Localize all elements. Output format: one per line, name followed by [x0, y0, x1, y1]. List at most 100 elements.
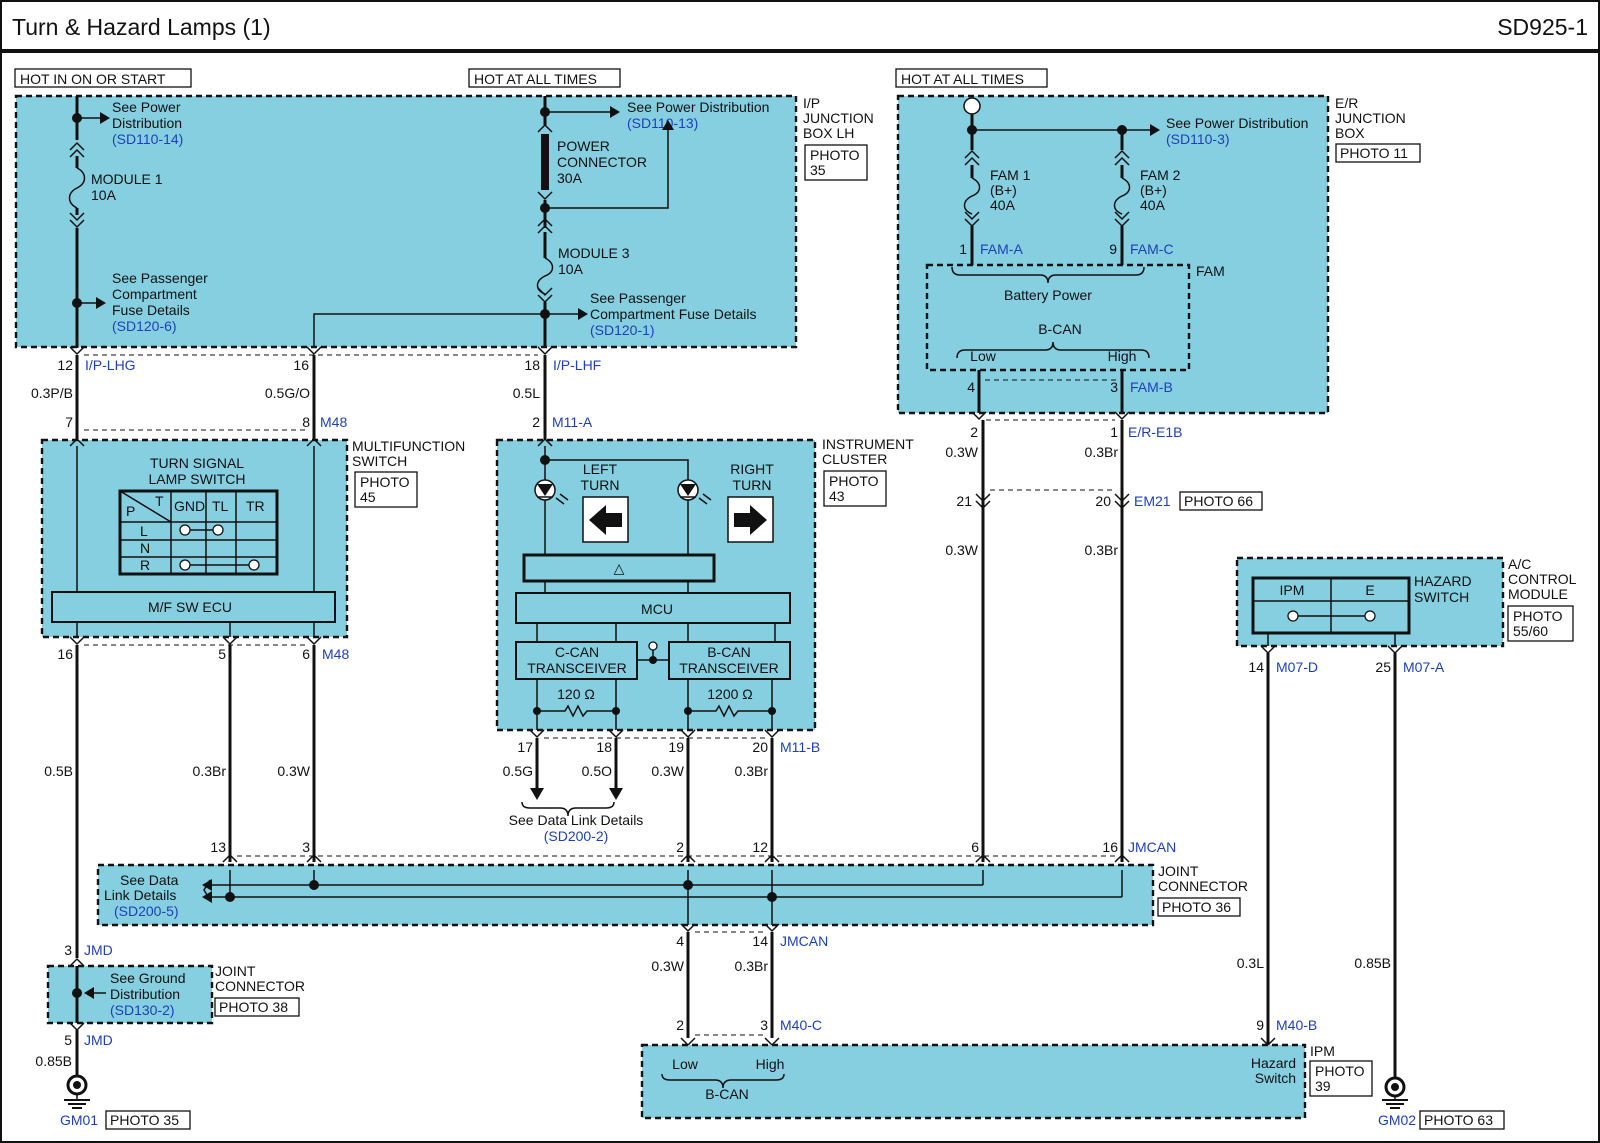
hot-all-times-label: HOT AT ALL TIMES [901, 71, 1024, 87]
ref-text: See Power [112, 99, 181, 115]
wires-switch-to-joint: 0.5B 0.3Br 0.3W [44, 645, 316, 958]
wire-spec: 0.3W [945, 542, 978, 558]
ref-link[interactable]: (SD110-13) [627, 115, 698, 131]
connector-id[interactable]: JMD [84, 1032, 113, 1048]
photo-ref: PHOTO [810, 147, 860, 163]
connector-id[interactable]: FAM-A [980, 241, 1023, 257]
connector-id[interactable]: M48 [320, 414, 347, 430]
lamp-label: LEFT [583, 461, 618, 477]
instrument-cluster: INSTRUMENT CLUSTER PHOTO 43 LEFT TURN RI… [495, 436, 914, 862]
pin-number: 3 [64, 942, 72, 958]
resistor-label: 1200 Ω [707, 686, 753, 702]
ground-icon [1382, 1076, 1408, 1109]
wire-spec: 0.3Br [1085, 444, 1119, 460]
ground-id[interactable]: GM01 [60, 1112, 98, 1128]
fam-label: FAM [1196, 263, 1225, 279]
pin-number: 25 [1375, 659, 1391, 675]
photo-ref: 45 [360, 489, 376, 505]
right-turn-lamp [677, 479, 712, 505]
photo-ref: 43 [829, 488, 845, 504]
ip-box-name: JUNCTION [803, 110, 874, 126]
component-name: MODULE [1508, 586, 1568, 602]
ref-text: See Passenger [112, 270, 208, 286]
header: Turn & Hazard Lamps (1) SD925-1 [0, 14, 1600, 53]
pin-number: 7 [65, 414, 73, 430]
ecu-label: M/F SW ECU [148, 599, 232, 615]
wire-spec: 0.3W [651, 958, 684, 974]
component-name: A/C [1508, 556, 1531, 572]
wire-spec: 0.3W [945, 444, 978, 460]
connector-id[interactable]: M07-A [1403, 659, 1445, 675]
photo-ref: PHOTO 38 [219, 999, 288, 1015]
fuse-label: 40A [990, 197, 1016, 213]
ref-link[interactable]: (SD120-1) [590, 322, 655, 338]
wire-spec: 0.5G/O [265, 385, 310, 401]
wire-spec: 0.3L [1237, 955, 1264, 971]
connector-id[interactable]: M40-B [1276, 1017, 1317, 1033]
table-header: TL [212, 498, 229, 514]
can-low-label: Low [672, 1056, 699, 1072]
ref-link[interactable]: (SD200-5) [114, 903, 179, 919]
switch-title: SWITCH [1414, 589, 1469, 605]
right-arrow-icon [734, 505, 767, 535]
ref-text: Distribution [112, 115, 182, 131]
pin-number: 12 [57, 357, 73, 373]
pin-number: 16 [1102, 839, 1118, 855]
ref-text: See Data Link Details [509, 812, 644, 828]
fuse-label: 10A [558, 261, 584, 277]
ref-link[interactable]: (SD130-2) [110, 1002, 175, 1018]
connector-id[interactable]: I/P-LHG [85, 357, 136, 373]
connector-id[interactable]: M48 [322, 646, 349, 662]
wire-spec: 0.3Br [735, 958, 769, 974]
photo-ref: PHOTO [1513, 608, 1563, 624]
photo-ref: PHOTO 35 [110, 1112, 179, 1128]
wire-spec: 0.85B [1354, 955, 1391, 971]
pin-number: 2 [676, 839, 684, 855]
connector-id[interactable]: M40-C [780, 1017, 822, 1033]
switch-title: LAMP SWITCH [149, 471, 246, 487]
pin-number: 1 [959, 241, 967, 257]
connector-id[interactable]: I/P-LHF [553, 357, 601, 373]
connector-id[interactable]: JMCAN [1128, 839, 1176, 855]
hazard-switch-module: A/C CONTROL MODULE PHOTO 55/60 IPM E HAZ… [1235, 556, 1577, 1080]
ref-link[interactable]: (SD200-2) [544, 828, 609, 844]
pin-number: 2 [532, 414, 540, 430]
component-name: CONNECTOR [1158, 878, 1248, 894]
photo-ref: PHOTO 11 [1340, 145, 1408, 161]
connector-id[interactable]: M07-D [1276, 659, 1318, 675]
ip-box-name: I/P [803, 95, 820, 111]
connector-id[interactable]: E/R-E1B [1128, 424, 1182, 440]
photo-ref: 35 [810, 162, 826, 178]
ref-link[interactable]: (SD110-3) [1166, 131, 1230, 147]
table-header: P [126, 503, 135, 519]
connector-id[interactable]: JMD [84, 942, 113, 958]
photo-ref: PHOTO [829, 473, 879, 489]
connector-id[interactable]: M11-A [552, 414, 593, 430]
pin-number: 9 [1256, 1017, 1264, 1033]
ref-text: Compartment Fuse Details [590, 306, 757, 322]
pin-number: 18 [524, 357, 540, 373]
table-header: GND [174, 498, 205, 514]
fuse-label: (B+) [1140, 182, 1167, 198]
table-header: E [1365, 582, 1374, 598]
pin-number: 5 [64, 1032, 72, 1048]
connector-id[interactable]: JMCAN [780, 933, 828, 949]
connector-id[interactable]: FAM-B [1130, 379, 1173, 395]
ref-text: Compartment [112, 286, 197, 302]
fuse-label: 30A [557, 170, 583, 186]
pin-number: 6 [302, 646, 310, 662]
connector-id[interactable]: FAM-C [1130, 241, 1174, 257]
wire-spec: 0.5L [513, 385, 540, 401]
wires-ip-to-switch: 12 I/P-LHG 16 18 I/P-LHF 0.3P/B 0.5G/O 0… [31, 354, 601, 440]
ground-id[interactable]: GM02 [1378, 1112, 1416, 1128]
ref-link[interactable]: (SD110-14) [112, 131, 183, 147]
fuse-label: FAM 1 [990, 167, 1031, 183]
ref-link[interactable]: (SD120-6) [112, 318, 177, 334]
bcan-label: B-CAN [705, 1086, 749, 1102]
connector-id[interactable]: EM21 [1134, 493, 1171, 509]
left-turn-lamp [534, 479, 569, 505]
pin-number: 18 [596, 739, 612, 755]
wire-spec: 0.3P/B [31, 385, 73, 401]
connector-id[interactable]: M11-B [780, 739, 820, 755]
photo-ref: PHOTO 36 [1162, 899, 1231, 915]
